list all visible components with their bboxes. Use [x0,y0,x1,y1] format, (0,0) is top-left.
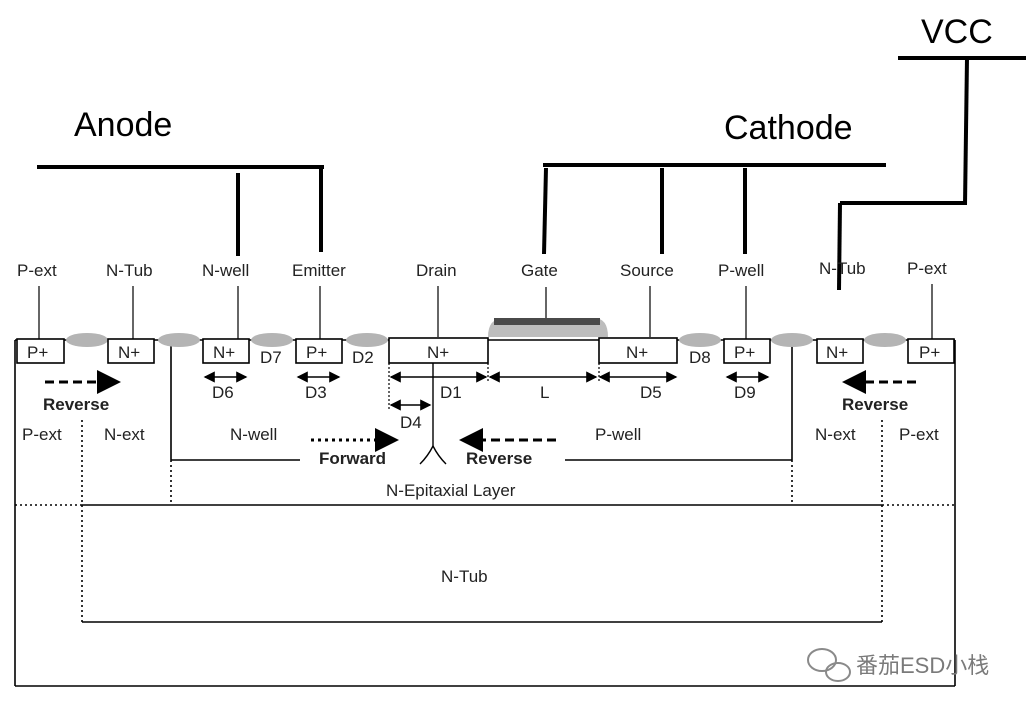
dimension-labels: D7 D2 D8 D6 D3 D1 L D5 D9 D4 [212,348,756,432]
n-plus-tub-left [107,338,155,364]
label-p-well: P-well [718,261,764,280]
region-p-ext-right: P-ext [899,425,939,444]
diffusion-labels: P+ N+ N+ P+ N+ N+ P+ N+ P+ [27,343,940,362]
dimension-ticks [388,363,600,410]
dim-l: L [540,383,549,402]
wechat-icon [807,648,851,682]
label-n-well: N-well [202,261,249,280]
top-labels: P-ext N-Tub N-well Emitter Drain Gate So… [17,259,947,280]
dim-d2: D2 [352,348,374,367]
n-plus-well-label: N+ [213,343,235,362]
p-plus-right [907,338,955,364]
cathode-label: Cathode [724,109,853,147]
n-plus-source-label: N+ [626,343,648,362]
reverse-left-label: Reverse [43,395,109,414]
forward-label: Forward [319,449,386,468]
n-plus-tub-right-label: N+ [826,343,848,362]
n-plus-drain-label: N+ [427,343,449,362]
dimension-arrows [203,371,770,411]
dim-d4: D4 [400,413,422,432]
drain-junction [419,363,447,465]
dim-d9: D9 [734,383,756,402]
watermark-text: 番茄ESD小栈 [856,653,989,678]
p-plus-pwell-label: P+ [734,343,755,362]
field-oxide [66,333,906,347]
label-source: Source [620,261,674,280]
n-plus-well [202,338,250,364]
current-arrows [45,370,916,452]
anode-wiring [37,165,324,256]
region-n-tub: N-Tub [441,567,488,586]
region-p-ext-left: P-ext [22,425,62,444]
cathode-wiring [542,163,886,255]
dim-d1: D1 [440,383,462,402]
substrate-outline [14,339,956,687]
leader-lines [38,284,933,339]
dotted-boundaries [15,420,955,622]
reverse-center-label: Reverse [466,449,532,468]
n-plus-tub-right [816,338,864,364]
reverse-right-label: Reverse [842,395,908,414]
vcc-wiring [837,56,1026,291]
region-n-epi: N-Epitaxial Layer [386,481,516,500]
dim-d3: D3 [305,383,327,402]
label-n-tub-left: N-Tub [106,261,153,280]
p-plus-left [16,338,65,364]
label-n-tub-right: N-Tub [819,259,866,278]
region-n-ext-left: N-ext [104,425,145,444]
vcc-label: VCC [921,13,993,51]
dim-d5: D5 [640,383,662,402]
p-plus-emitter-label: P+ [306,343,327,362]
n-plus-source [598,337,678,364]
wells [82,340,882,623]
p-plus-left-label: P+ [27,343,48,362]
dim-d7: D7 [260,348,282,367]
p-plus-pwell [723,338,771,364]
label-p-ext-left: P-ext [17,261,57,280]
p-plus-emitter [295,338,343,364]
label-p-ext-right: P-ext [907,259,947,278]
region-p-well: P-well [595,425,641,444]
region-n-ext-right: N-ext [815,425,856,444]
dim-d6: D6 [212,383,234,402]
dim-d8: D8 [689,348,711,367]
n-plus-drain [388,337,489,364]
n-plus-tub-left-label: N+ [118,343,140,362]
current-labels: Reverse Forward Reverse Reverse [43,395,908,468]
gate-stack [488,318,608,337]
label-gate: Gate [521,261,558,280]
diffusions [16,337,955,364]
label-drain: Drain [416,261,457,280]
region-labels: P-ext N-ext N-well P-well N-ext P-ext N-… [22,425,939,586]
anode-label: Anode [74,106,172,144]
region-n-well: N-well [230,425,277,444]
label-emitter: Emitter [292,261,346,280]
p-plus-right-label: P+ [919,343,940,362]
